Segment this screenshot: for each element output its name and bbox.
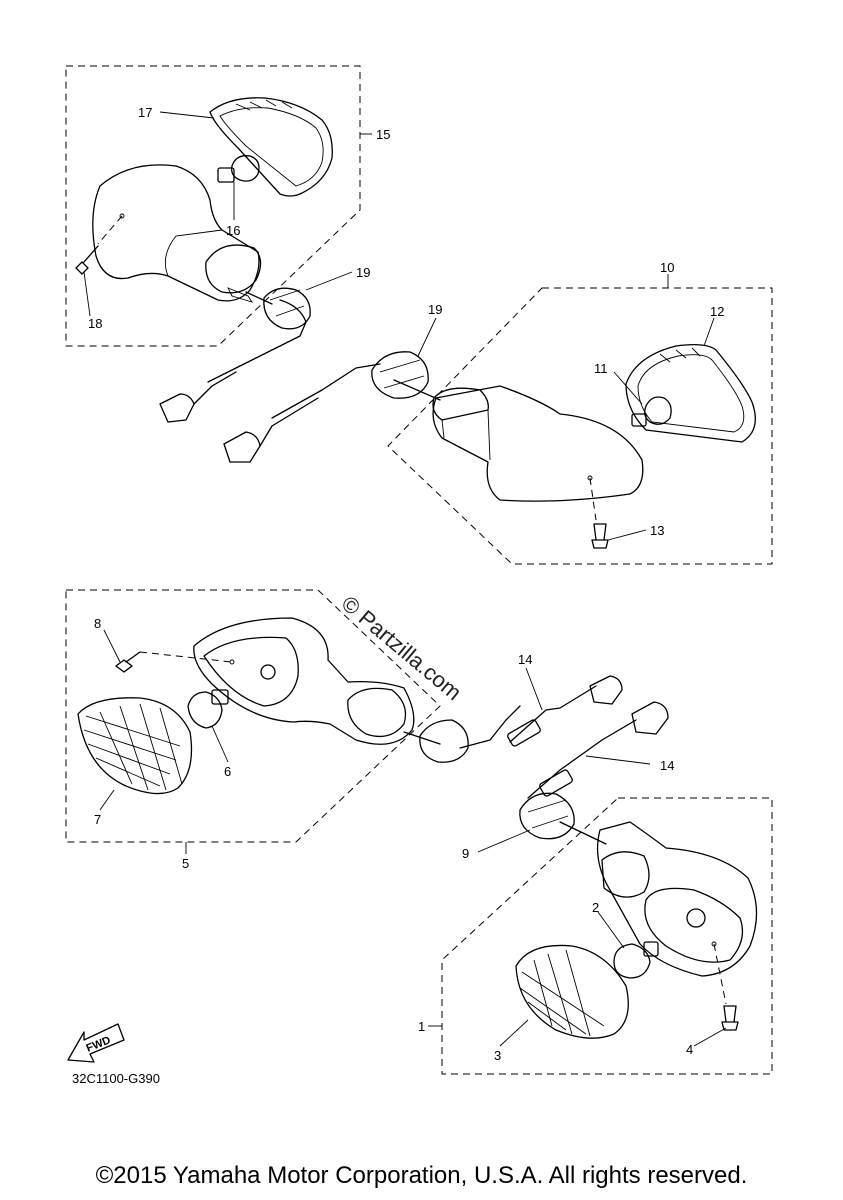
assembly-5-boundary [65,589,441,843]
callout-19b: 19 [428,302,442,317]
assembly-5-flasher [65,589,521,843]
watermark: © Partzilla.com [337,591,467,705]
screw-13 [591,523,609,549]
callout-5: 5 [182,856,189,871]
callout-1: 1 [418,1019,425,1034]
callout-8: 8 [94,616,101,631]
callout-4: 4 [686,1042,693,1057]
leader-lines [83,111,727,1047]
callout-11: 11 [594,361,608,376]
callout-18: 18 [88,316,102,331]
assembly-15-flasher [65,65,361,423]
callout-6: 6 [224,764,231,779]
housing-1 [596,821,758,977]
callout-16: 16 [226,223,240,238]
screw-18 [75,245,99,275]
callout-17: 17 [138,105,152,120]
lens-3 [515,944,629,1039]
connector-14b [631,701,669,735]
housing-15 [92,164,260,302]
callout-19a: 19 [356,265,370,280]
lens-12 [625,344,756,443]
housing-5 [193,617,415,745]
connector-14a [589,675,623,705]
fwd-arrow-icon [67,1023,125,1063]
wire-leads-14 [507,675,669,799]
callout-numbers: 17 16 15 18 19 10 12 11 19 13 8 6 7 5 14… [88,105,724,1063]
bulb-16 [231,155,260,182]
copyright-notice: ©2015 Yamaha Motor Corporation, U.S.A. A… [95,1162,748,1189]
assembly-1-boundary [441,797,773,1075]
housing-10 [432,385,644,502]
screw-8 [115,651,141,673]
assembly-1-flasher [441,792,773,1075]
callout-9: 9 [462,846,469,861]
bulb-11 [644,396,672,425]
callout-14b: 14 [660,758,674,773]
fwd-arrow: FWD [67,1023,125,1063]
callout-13: 13 [650,523,664,538]
grommet-19b [371,351,429,399]
callout-14a: 14 [518,652,532,667]
callout-2: 2 [592,900,599,915]
assembly-10-boundary [387,287,773,565]
screw-4 [721,1005,739,1031]
callout-15: 15 [376,127,390,142]
callout-10: 10 [660,260,674,275]
bulb-6 [187,691,223,729]
diagram-code: 32C1100-G390 [72,1071,160,1086]
assembly-10-flasher [223,287,773,565]
grommet-19a [263,287,311,330]
lens-7 [77,697,193,795]
connector-19b [223,431,261,463]
connector-19a [159,393,195,423]
callout-3: 3 [494,1048,501,1063]
assembly-15-boundary [65,65,361,347]
callout-12: 12 [710,304,724,319]
grommet-9 [519,792,575,840]
callout-7: 7 [94,812,101,827]
